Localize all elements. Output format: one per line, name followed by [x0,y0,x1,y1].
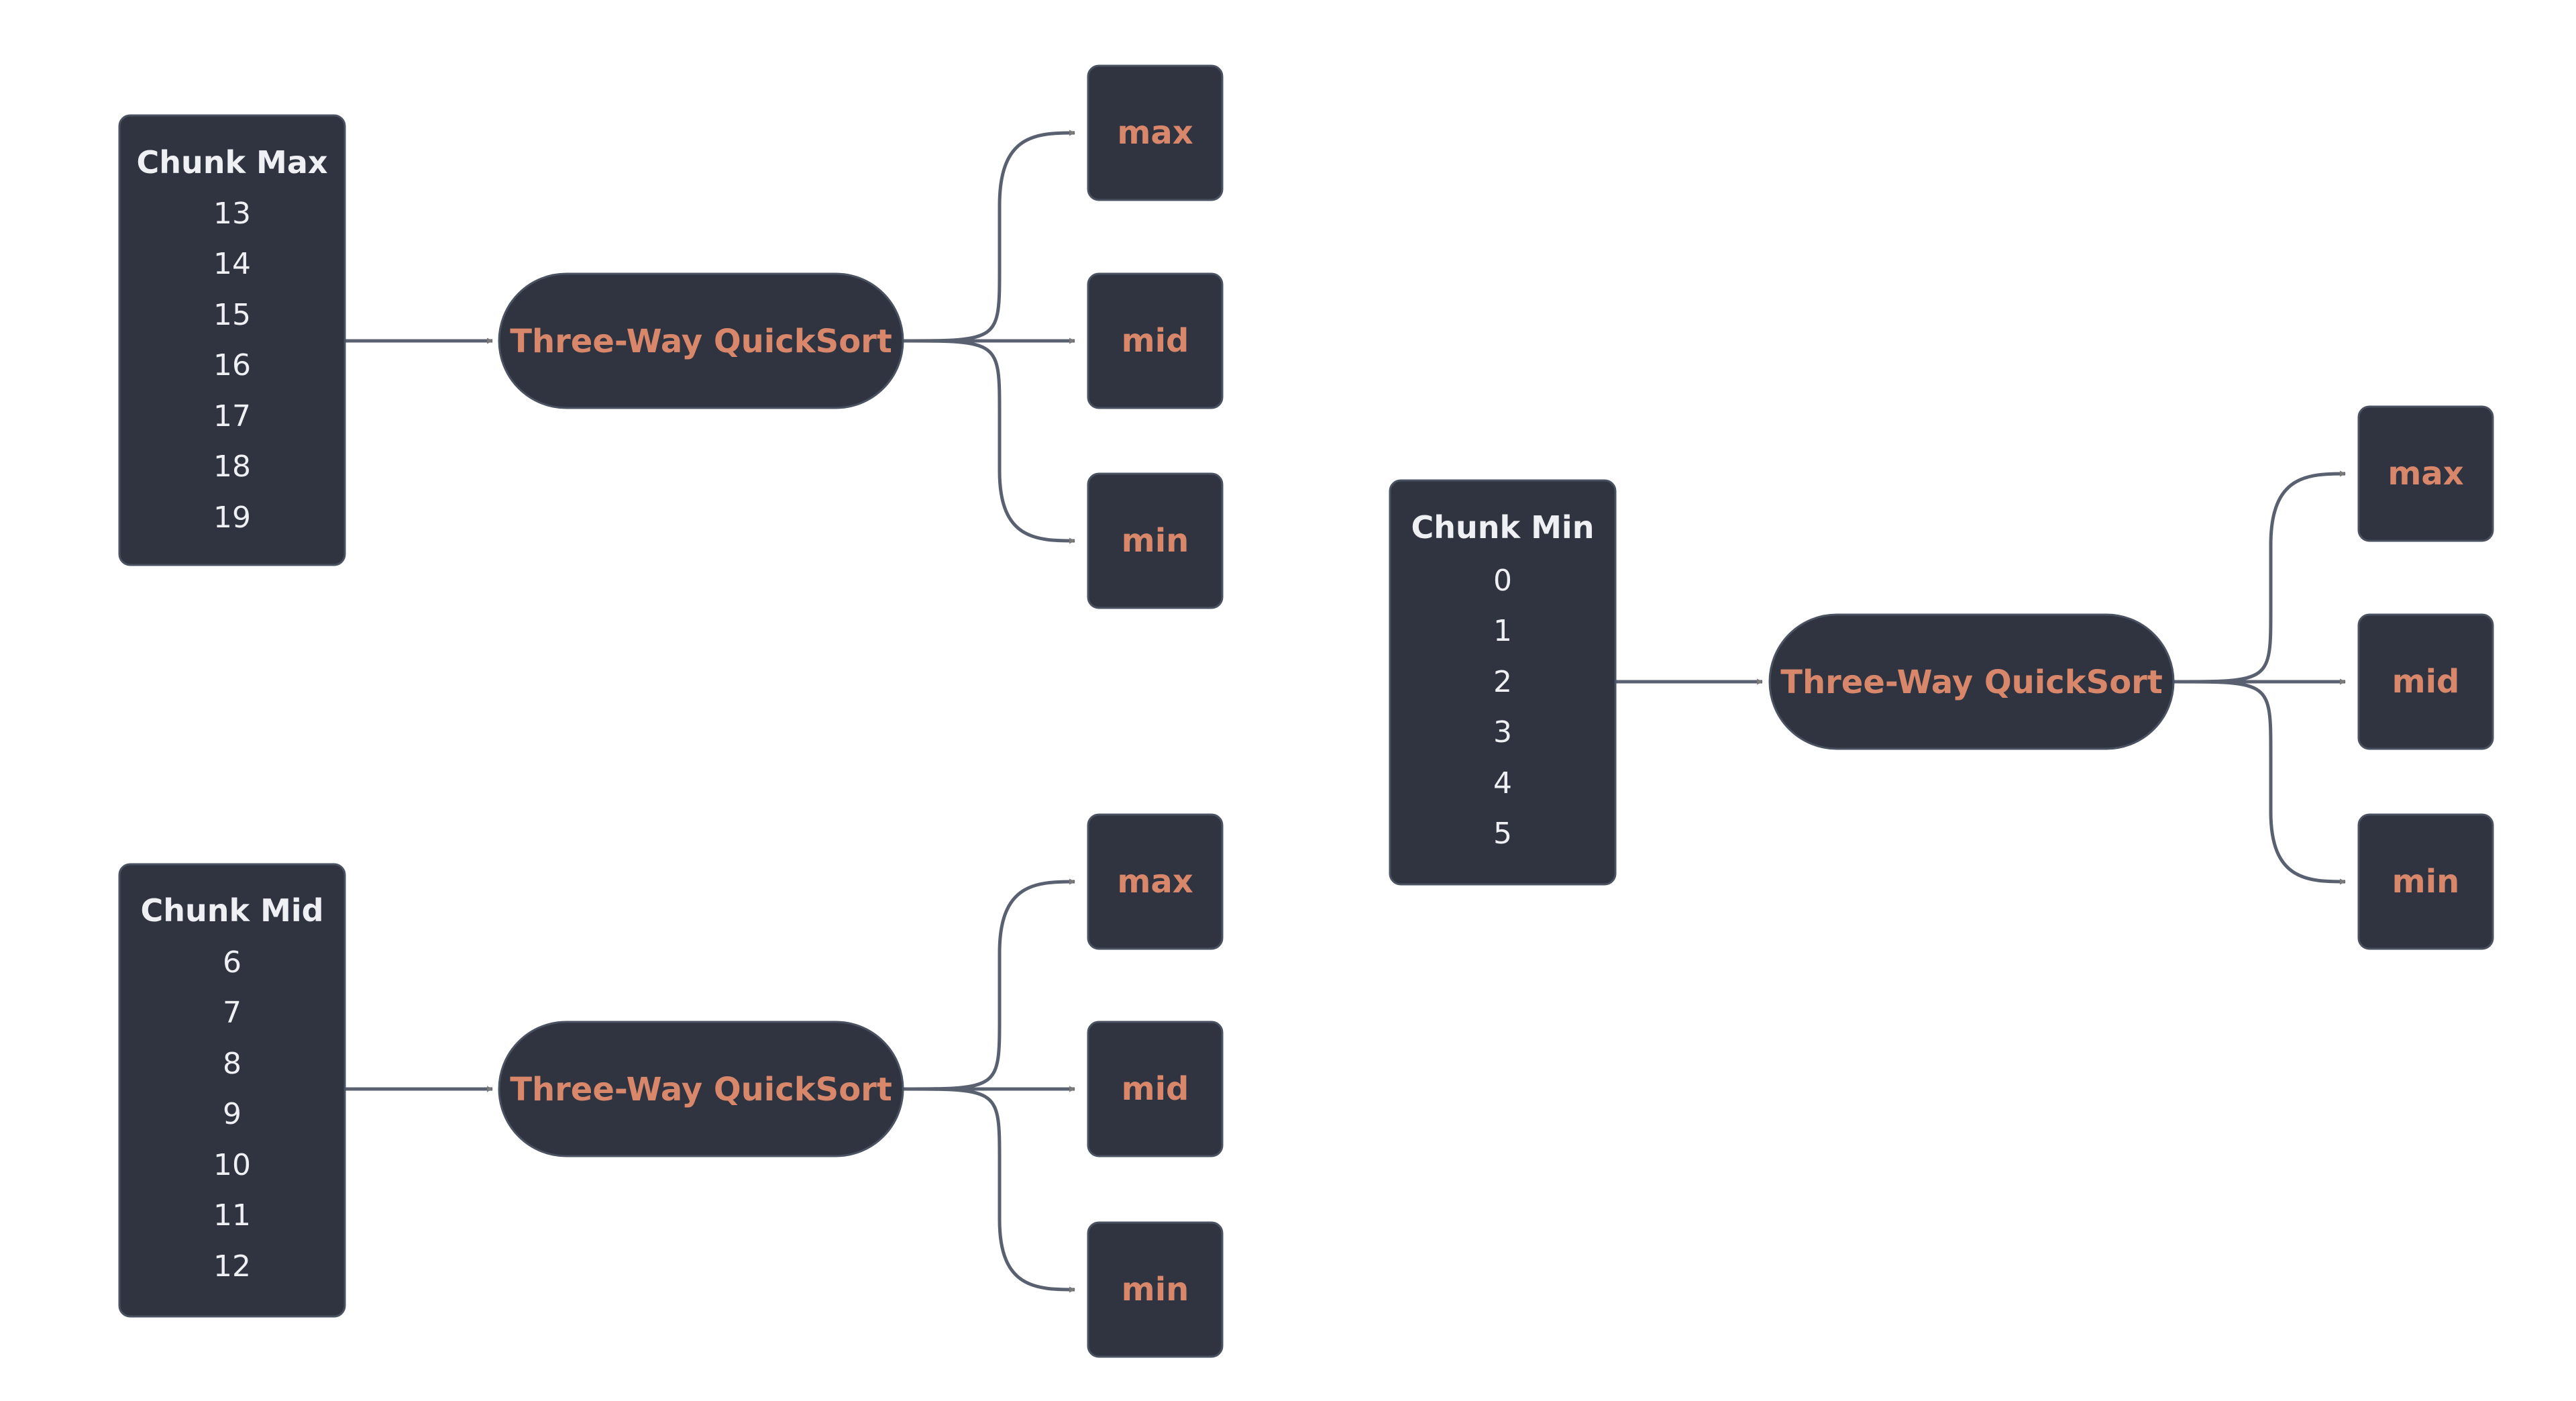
process-label: Three-Way QuickSort [510,323,892,360]
chunk-group-mid: Chunk Mid 6 7 8 9 10 11 12 Three-Way Qui… [118,813,1224,1358]
quicksort-process-node: Three-Way QuickSort [498,1021,904,1157]
chunk-value: 3 [1493,715,1512,749]
output-node-mid: mid [1087,272,1224,409]
chunk-value: 14 [213,247,251,281]
edge-process-to-min [901,339,1075,544]
chunk-max-node: Chunk Max 13 14 15 16 17 18 19 [118,114,346,566]
process-label: Three-Way QuickSort [1780,664,2163,701]
chunk-value: 10 [213,1148,251,1182]
chunk-value: 6 [223,945,241,980]
output-node-mid: mid [2357,613,2494,750]
chunk-value: 0 [1493,564,1512,598]
chunk-title: Chunk Mid [140,892,323,929]
chunk-value: 17 [213,399,251,433]
edge-process-to-max [2173,470,2346,684]
output-label: max [1117,863,1193,900]
chunk-min-node: Chunk Min 0 1 2 3 4 5 [1389,479,1617,886]
output-label: min [2392,863,2460,900]
output-label: min [1122,1271,1189,1308]
edge-process-to-max [901,129,1075,343]
output-node-max: max [1087,64,1224,201]
chunk-value: 12 [213,1249,251,1284]
output-label: mid [1122,322,1189,360]
chunk-value: 9 [223,1097,241,1131]
quicksort-process-node: Three-Way QuickSort [1768,613,2175,750]
output-node-min: min [2357,813,2494,950]
chunk-value: 18 [213,450,251,484]
chunk-value: 8 [223,1047,241,1081]
chunk-value: 1 [1493,614,1512,648]
chunk-value: 11 [213,1198,251,1233]
output-node-min: min [1087,1221,1224,1358]
chunk-value: 4 [1493,766,1512,800]
chunk-value: 7 [223,996,241,1030]
chunk-group-max: Chunk Max 13 14 15 16 17 18 19 Three-Way… [118,64,1224,609]
output-label: max [2387,455,2463,492]
output-node-max: max [2357,405,2494,542]
chunk-value: 19 [213,501,251,535]
output-node-min: min [1087,472,1224,609]
chunk-value: 2 [1493,665,1512,699]
chunk-value: 5 [1493,817,1512,851]
output-node-max: max [1087,813,1224,950]
process-label: Three-Way QuickSort [510,1071,892,1108]
output-label: mid [2392,663,2460,701]
output-label: min [1122,522,1189,560]
quicksort-process-node: Three-Way QuickSort [498,272,904,409]
edge-process-to-min [901,1087,1075,1293]
edge-process-to-min [2173,680,2346,885]
chunk-mid-node: Chunk Mid 6 7 8 9 10 11 12 [118,863,346,1318]
chunk-value: 16 [213,348,251,382]
chunk-value: 15 [213,298,251,332]
chunk-title: Chunk Max [136,144,327,180]
chunk-title: Chunk Min [1411,509,1595,546]
edge-process-to-max [901,878,1075,1091]
output-node-mid: mid [1087,1021,1224,1157]
chunk-value: 13 [213,197,251,231]
chunk-group-min: Chunk Min 0 1 2 3 4 5 Three-Way QuickSor… [1389,405,2494,950]
output-label: mid [1122,1070,1189,1108]
output-label: max [1117,114,1193,152]
